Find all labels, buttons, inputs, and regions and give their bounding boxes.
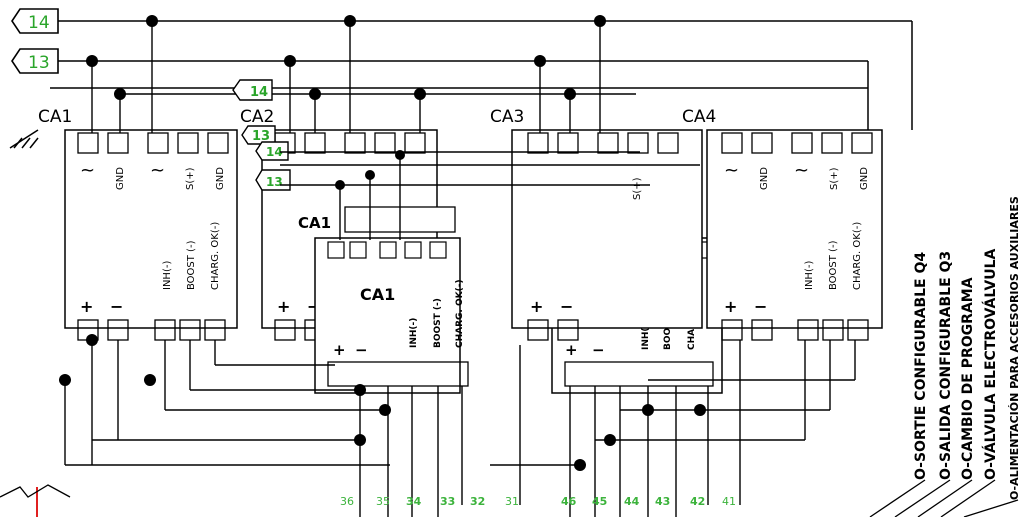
terminal-number: 43 bbox=[655, 495, 670, 508]
output-label: O-VÁLVULA ELECTROVÁLVULA bbox=[982, 248, 999, 480]
inner-module-ca1: CA1 CA1 + − INH(-) BOOST (-) CHARG. OK(-… bbox=[298, 206, 469, 394]
output-label: O-SALIDA CONFIGURABLE Q3 bbox=[938, 251, 954, 480]
ca4-boost: BOOST (-) bbox=[828, 240, 839, 290]
bus-lines bbox=[50, 20, 913, 130]
input-tag-14: 14 bbox=[11, 8, 59, 34]
terminal-number: 34 bbox=[406, 495, 422, 508]
ca4-gnd-2: GND bbox=[859, 167, 870, 190]
ca4-charg: CHARG. OK(-) bbox=[852, 222, 863, 290]
ca1-plus: + bbox=[80, 297, 93, 316]
ca1-minus: − bbox=[110, 297, 123, 316]
terminal-number: 41 bbox=[722, 495, 736, 508]
mini-tags: 14 13 14 13 bbox=[232, 79, 291, 191]
output-label: O-ALIMENTACIÓN PARA ACCESORIOS AUXILIARE… bbox=[1008, 196, 1021, 500]
ca1-gnd-1: GND bbox=[115, 167, 126, 190]
input-tag-14-label: 14 bbox=[28, 13, 50, 33]
ca1-charg: CHARG. OK(-) bbox=[210, 222, 221, 290]
output-leaders bbox=[869, 479, 1019, 518]
terminal-number: 35 bbox=[376, 495, 390, 508]
terminal-number: 44 bbox=[624, 495, 640, 508]
input-tag-13: 13 bbox=[11, 48, 59, 74]
module-ca2-title: CA2 bbox=[240, 107, 274, 127]
module-ca4: CA4 ~ ~ GND S(+) GND + − INH(-) BOOST (-… bbox=[682, 107, 883, 341]
ca4-splus: S(+) bbox=[829, 167, 840, 190]
ca4-ac-2: ~ bbox=[794, 160, 809, 181]
inner-ca1-charg: CHARG. OK(-) bbox=[455, 279, 465, 348]
terminal-number: 46 bbox=[561, 495, 577, 508]
ca4-inh: INH(-) bbox=[804, 261, 815, 290]
inner-ca2-plus: + bbox=[565, 341, 578, 359]
mini-tag-14b: 14 bbox=[266, 145, 283, 159]
module-ca1: CA1 ~ ~ GND S(+) GND + − INH(-) BOOST (-… bbox=[38, 107, 238, 341]
inner-ca1-minus: − bbox=[355, 341, 368, 359]
ca1-boost: BOOST (-) bbox=[186, 240, 197, 290]
module-ca1-title: CA1 bbox=[38, 107, 72, 127]
ca2-plus: + bbox=[277, 297, 290, 316]
terminal-number: 32 bbox=[470, 495, 485, 508]
ca1-inh: INH(-) bbox=[162, 261, 173, 290]
ground-symbol bbox=[9, 129, 39, 149]
terminal-number: 45 bbox=[592, 495, 607, 508]
inner-ca1-title-2: CA1 bbox=[360, 285, 395, 304]
ca3-splus: S(+) bbox=[632, 177, 643, 200]
ca4-ac-1: ~ bbox=[724, 160, 739, 181]
mini-tag-14: 14 bbox=[250, 85, 268, 100]
alert-mark bbox=[0, 484, 71, 517]
ca4-gnd-1: GND bbox=[759, 167, 770, 190]
output-labels: O-SORTIE CONFIGURABLE Q4 O-SALIDA CONFIG… bbox=[913, 196, 1021, 500]
mini-tag-13b: 13 bbox=[266, 175, 283, 189]
inner-ca1-title: CA1 bbox=[298, 214, 331, 232]
terminal-number: 31 bbox=[505, 495, 519, 508]
inner-ca2-inh: INH(-) bbox=[641, 320, 651, 350]
ca1-ac-1: ~ bbox=[80, 160, 95, 181]
inner-ca2-minus: − bbox=[592, 341, 605, 359]
module-ca4-title: CA4 bbox=[682, 107, 716, 127]
bottom-terminal-numbers: 36 35 34 33 32 31 46 45 44 43 42 41 bbox=[340, 495, 736, 508]
ca4-plus: + bbox=[724, 297, 737, 316]
ca1-splus: S(+) bbox=[185, 167, 196, 190]
output-label: O-CAMBIO DE PROGRAMA bbox=[960, 277, 976, 480]
terminal-number: 33 bbox=[440, 495, 455, 508]
input-tag-13-label: 13 bbox=[28, 53, 50, 73]
ca3-plus: + bbox=[530, 297, 543, 316]
mini-tag-13a: 13 bbox=[252, 129, 270, 144]
output-label: O-SORTIE CONFIGURABLE Q4 bbox=[913, 252, 929, 480]
module-ca3: CA3 S(+) + − bbox=[490, 107, 703, 341]
inner-ca1-inh: INH(-) bbox=[409, 318, 419, 348]
module-ca3-title: CA3 bbox=[490, 107, 524, 127]
inner-ca1-boost: BOOST (-) bbox=[433, 298, 443, 348]
terminal-number: 36 bbox=[340, 495, 354, 508]
inner-ca1-plus: + bbox=[333, 341, 346, 359]
ca4-minus: − bbox=[754, 297, 767, 316]
ca1-gnd-2: GND bbox=[215, 167, 226, 190]
junction-dots bbox=[59, 15, 706, 471]
ca3-minus: − bbox=[560, 297, 573, 316]
terminal-number: 42 bbox=[690, 495, 705, 508]
ca1-ac-2: ~ bbox=[150, 160, 165, 181]
